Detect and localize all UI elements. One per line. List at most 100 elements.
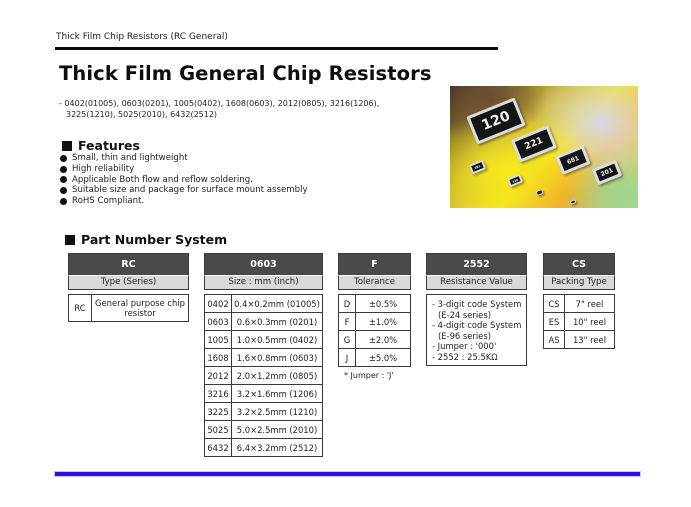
running-header: Thick Film Chip Resistors (RC General) <box>56 32 228 42</box>
feature-text: Applicable Both flow and reflow solderin… <box>72 174 253 185</box>
code-cell: D <box>338 294 356 313</box>
table-row: G±2.0% <box>338 330 411 349</box>
bullet-icon <box>60 187 67 195</box>
value-cell: 10" reel <box>564 312 615 331</box>
size-code-header: 0603 <box>204 253 323 275</box>
bullet-icon <box>60 154 67 162</box>
feature-item: Suitable size and package for surface mo… <box>60 185 308 196</box>
code-cell: 0402 <box>204 294 232 313</box>
chip-label: 681 <box>565 154 581 166</box>
value-cell: 3.2×1.6mm (1206) <box>231 384 323 403</box>
footer-rule <box>55 472 640 476</box>
code-cell: 3216 <box>204 384 232 403</box>
resistance-line: - 3-digit code System <box>432 299 522 309</box>
square-bullet-icon <box>62 140 72 151</box>
features-title: Features <box>78 138 140 153</box>
code-cell: 1608 <box>204 348 232 367</box>
resistance-line: (E-96 series) <box>438 330 491 341</box>
resistance-block: 2552 Resistance Value - 3-digit code Sys… <box>426 253 527 366</box>
table-row: F±1.0% <box>338 312 411 331</box>
feature-text: RoHS Compliant. <box>72 196 145 207</box>
feature-item: Applicable Both flow and reflow solderin… <box>60 175 308 186</box>
type-desc-cell: General purpose chip resistor <box>91 294 189 322</box>
part-number-system-heading: Part Number System <box>65 232 227 247</box>
value-cell: ±2.0% <box>355 330 411 349</box>
header-rule <box>55 47 498 50</box>
size-list-line-1: - 0402(01005), 0603(0201), 1005(0402), 1… <box>59 99 380 108</box>
chip-resistor-image <box>569 199 577 205</box>
packing-label: Packing Type <box>543 275 615 290</box>
bullet-icon <box>60 176 67 184</box>
feature-item: High reliability <box>60 164 308 175</box>
chip-resistor-image: 681 <box>468 159 487 175</box>
resistance-description: - 3-digit code System (E-24 series) - 4-… <box>426 294 527 366</box>
code-cell: CS <box>543 294 565 313</box>
bullet-icon <box>60 165 67 173</box>
resistance-code-header: 2552 <box>426 253 527 275</box>
type-code-header: RC <box>68 253 189 275</box>
value-cell: 0.4×0.2mm (01005) <box>231 294 323 313</box>
type-code-cell: RC <box>68 294 92 322</box>
chip-label: 120 <box>479 108 513 134</box>
code-cell: 0603 <box>204 312 232 331</box>
feature-item: Small, thin and lightweight <box>60 153 308 164</box>
feature-text: High reliability <box>72 163 135 174</box>
chip-label: 330 <box>511 177 519 184</box>
value-cell: 6.4×3.2mm (2512) <box>231 438 323 457</box>
resistance-line: - Jumper : '000' <box>432 341 497 351</box>
feature-text: Small, thin and lightweight <box>72 153 188 163</box>
value-cell: ±5.0% <box>355 348 411 367</box>
resistance-line: - 2552 : 25.5KΩ <box>432 351 498 362</box>
chip-label: 201 <box>599 166 615 179</box>
code-cell: 5025 <box>204 420 232 439</box>
value-cell: 5.0×2.5mm (2010) <box>231 420 323 439</box>
value-cell: 2.0×1.2mm (0805) <box>231 366 323 385</box>
feature-item: RoHS Compliant. <box>60 196 308 207</box>
value-cell: ±1.0% <box>355 312 411 331</box>
resistance-label: Resistance Value <box>426 275 527 290</box>
value-cell: ±0.5% <box>355 294 411 313</box>
part-number-system-title: Part Number System <box>81 232 228 247</box>
size-list: - 0402(01005), 0603(0201), 1005(0402), 1… <box>59 98 379 120</box>
code-cell: J <box>338 348 356 367</box>
value-cell: 3.2×2.5mm (1210) <box>231 402 323 421</box>
value-cell: 0.6×0.3mm (0201) <box>231 312 323 331</box>
chip-resistor-image: 681 <box>555 145 591 175</box>
table-row: D±0.5% <box>338 294 411 313</box>
chip-resistor-image <box>535 188 544 197</box>
type-label: Type (Series) <box>68 275 189 290</box>
chip-label: 221 <box>523 135 545 153</box>
value-cell: 13" reel <box>564 330 615 349</box>
tolerance-block: F Tolerance D±0.5%F±1.0%G±2.0%J±5.0% * J… <box>338 253 411 380</box>
page-title: Thick Film General Chip Resistors <box>59 62 432 85</box>
resistance-line: - 4-digit code System <box>432 320 522 330</box>
type-table: RC General purpose chip resistor <box>68 294 189 322</box>
code-cell: ES <box>543 312 565 331</box>
tolerance-code-header: F <box>338 253 411 275</box>
code-cell: G <box>338 330 356 349</box>
tolerance-table: D±0.5%F±1.0%G±2.0%J±5.0% <box>338 294 411 367</box>
code-cell: AS <box>543 330 565 349</box>
size-label: Size : mm (inch) <box>204 275 323 290</box>
jumper-note: * Jumper : 'J' <box>344 371 394 380</box>
code-cell: F <box>338 312 356 331</box>
resistance-line: (E-24 series) <box>438 309 491 320</box>
value-cell: 1.0×0.5mm (0402) <box>231 330 323 349</box>
code-cell: 3225 <box>204 402 232 421</box>
features-heading: Features <box>62 138 140 153</box>
code-cell: 6432 <box>204 438 232 457</box>
packing-code-header: CS <box>543 253 615 275</box>
